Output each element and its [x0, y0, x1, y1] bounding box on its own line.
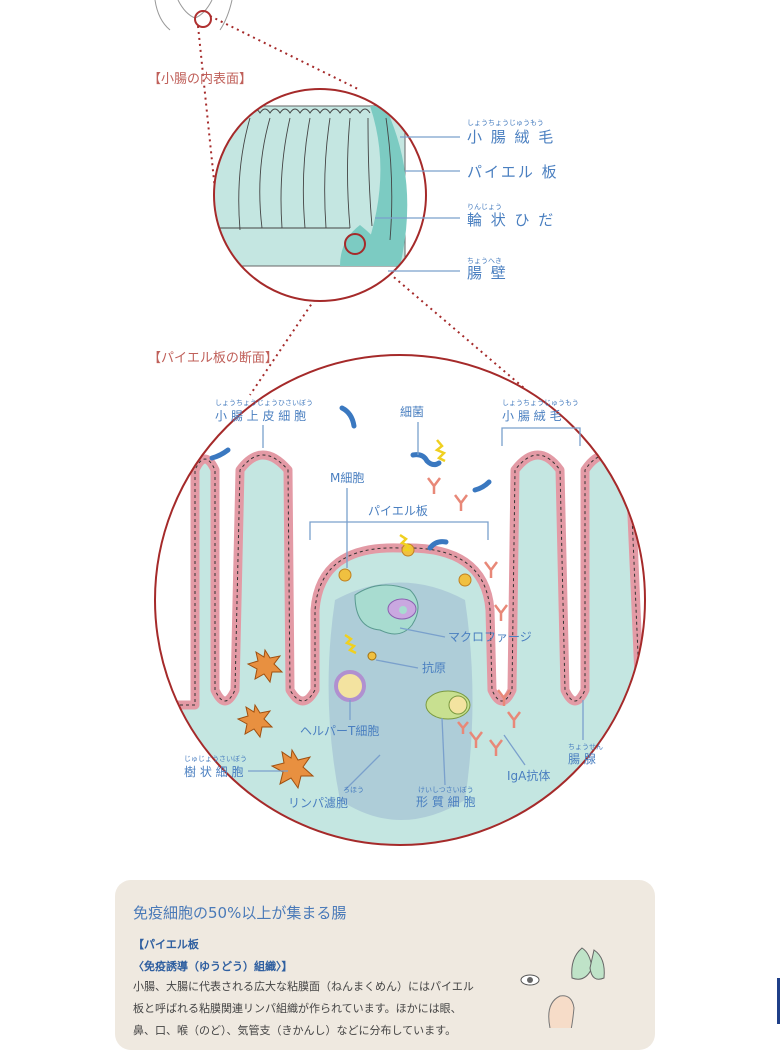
cross-section-heading: 【パイエル板の断面】: [148, 351, 278, 366]
magnifier-ring-2: [154, 354, 646, 846]
zoom-connector-lines: [197, 15, 586, 441]
m-cells: [338, 543, 472, 587]
body-sketch: [154, 0, 233, 31]
plasma-ruby: けいしつさいぼう: [418, 786, 474, 794]
epithelial-ruby: しょうちょうじょうひさいぼう: [215, 399, 313, 407]
magnifier-ring-1: [213, 88, 427, 302]
villi2-ruby: しょうちょうじゅうもう: [502, 399, 579, 407]
follicle-ruby: ろほう: [343, 786, 364, 794]
villi-label: 小 腸 絨 毛: [467, 128, 555, 146]
bacteria-label: 細菌: [400, 405, 424, 419]
inner-surface-magnified-view: [214, 89, 426, 301]
epithelial-label: 小 腸 上 皮 細 胞: [215, 409, 306, 423]
lymph-follicle: [328, 582, 473, 820]
iga-antibodies: [427, 477, 521, 756]
card-body-line: 板と呼ばれる粘膜関連リンパ組織が作られています。ほかには眼、: [133, 1002, 462, 1015]
macrophage-label: マクロファージ: [448, 630, 532, 644]
dendritic-cells: [236, 648, 315, 790]
gland-label: 腸 腺: [568, 752, 596, 766]
info-card: 免疫細胞の50%以上が集まる腸 【パイエル板 〈免疫誘導（ゆうどう）組織〉】 小…: [115, 880, 655, 1050]
iga-label: IgA抗体: [507, 768, 550, 783]
folds-ruby: りんじょう: [467, 203, 502, 211]
card-subheading-1: 【パイエル板: [133, 938, 199, 951]
antigen-label: 抗原: [422, 660, 446, 675]
peyer-cross-section-view: [155, 355, 645, 845]
card-body-line: 鼻、口、喉（のど）、気管支（きかんし）などに分布しています。: [133, 1024, 457, 1037]
wall-ruby: ちょうへき: [467, 257, 502, 265]
inner-surface-labels: しょうちょうじゅうもう 小 腸 絨 毛 パイエル 板 りんじょう 輪 状 ひ だ…: [375, 119, 559, 282]
antigen-mark: [344, 633, 357, 655]
body-organs-illustration: [520, 947, 605, 1028]
inner-surface-heading: 【小腸の内表面】: [148, 71, 252, 87]
villi-ruby: しょうちょうじゅうもう: [467, 119, 544, 127]
helper-t-label: ヘルパーT細胞: [300, 724, 379, 738]
intestine-illustration: 【小腸の内表面】 しょうちょうじゅうもう 小 腸 絨 毛 パイエル 板 りんじょ…: [148, 0, 646, 846]
card-title: 免疫細胞の50%以上が集まる腸: [133, 904, 347, 922]
peyer2-label: パイエル板: [368, 504, 428, 518]
peyer-label: パイエル 板: [467, 163, 559, 181]
gland-ruby: ちょうせん: [568, 743, 603, 751]
dendritic-label: 樹 状 細 胞: [184, 765, 243, 779]
villi2-label: 小 腸 絨 毛: [502, 409, 561, 423]
follicle-label: リンパ濾胞: [288, 795, 348, 810]
m-cell-label: M細胞: [330, 471, 364, 485]
macrophage-cell: [354, 584, 419, 635]
card-subheading-2: 〈免疫誘導（ゆうどう）組織〉】: [133, 960, 293, 973]
zoom-spot-ring: [344, 233, 366, 255]
antigen-particles: [399, 439, 447, 552]
cross-section-labels: しょうちょうじょうひさいぼう 小 腸 上 皮 細 胞 細菌 しょうちょうじゅうも…: [184, 399, 603, 810]
scrollbar-indicator[interactable]: [777, 978, 780, 1024]
helper-t-cell: [334, 670, 366, 702]
card-body-line: 小腸、大腸に代表される広大な粘膜面（ねんまくめん）にはパイエル: [133, 980, 474, 993]
folds-label: 輪 状 ひ だ: [467, 211, 555, 229]
plasma-label: 形 質 細 胞: [416, 794, 475, 809]
wall-label: 腸 壁: [467, 264, 508, 282]
dendritic-ruby: じゅじょうさいぼう: [184, 755, 247, 763]
